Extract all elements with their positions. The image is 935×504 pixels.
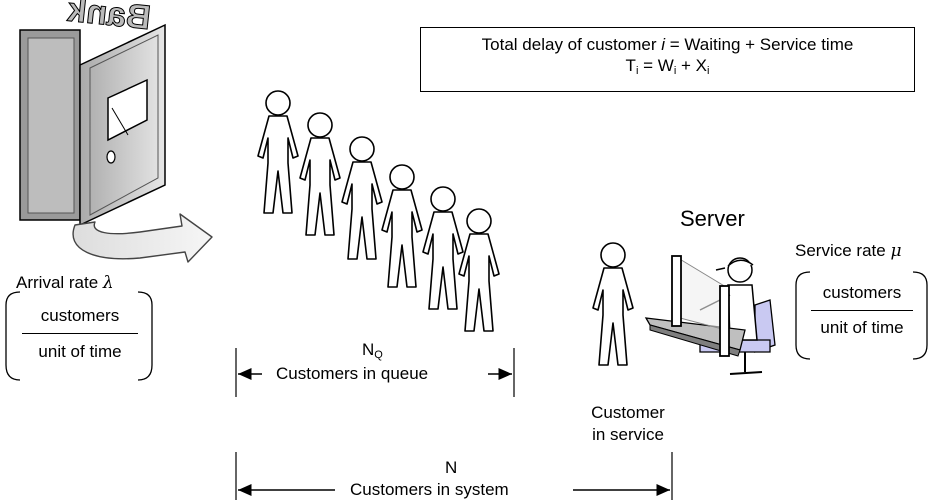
queue-symbol-n: N bbox=[362, 340, 375, 359]
formula-line1: Total delay of customer i = Waiting + Se… bbox=[421, 35, 914, 55]
service-rate-fraction: customers unit of time bbox=[799, 278, 925, 358]
formula-T: T bbox=[625, 56, 636, 75]
queue-label: Customers in queue bbox=[276, 364, 429, 383]
formula-W: = W bbox=[638, 56, 674, 75]
bank-door-icon bbox=[19, 23, 166, 227]
formula-line1-post: = Waiting + Service time bbox=[664, 35, 854, 54]
formula-W-sub: i bbox=[673, 65, 677, 77]
queue-symbol: NQ bbox=[362, 340, 383, 365]
queue-customers bbox=[257, 90, 500, 332]
lambda-symbol: λ bbox=[102, 273, 114, 293]
entry-curved-arrow-icon bbox=[72, 213, 213, 263]
arrival-rate-fraction: customers unit of time bbox=[10, 300, 150, 380]
queue-symbol-sub: Q bbox=[374, 349, 383, 361]
service-numerator: customers bbox=[822, 283, 902, 302]
service-right-paren bbox=[912, 271, 928, 360]
service-denominator: unit of time bbox=[820, 318, 904, 337]
arrival-rate-text: Arrival rate bbox=[16, 273, 103, 292]
queue-person-icon bbox=[299, 112, 341, 236]
formula-line1-pre: Total delay of customer bbox=[481, 35, 662, 54]
service-rate-label: Service rate μ bbox=[795, 241, 902, 261]
formula-X-sub: i bbox=[706, 65, 710, 77]
formula-box: Total delay of customer i = Waiting + Se… bbox=[420, 27, 915, 92]
mu-symbol: μ bbox=[890, 241, 902, 261]
service-rate-text: Service rate bbox=[795, 241, 891, 260]
service-fraction-bar bbox=[811, 310, 913, 311]
system-label: Customers in system bbox=[350, 480, 509, 499]
queue-person-icon bbox=[381, 164, 423, 288]
server-title: Server bbox=[680, 206, 745, 231]
queue-person-icon bbox=[458, 208, 500, 332]
arrival-numerator: customers bbox=[40, 306, 120, 325]
formula-line2: Ti = Wi + Xi bbox=[421, 55, 914, 82]
arrival-left-paren bbox=[5, 291, 21, 381]
arrival-right-paren bbox=[137, 291, 153, 381]
customer-in-service-icon bbox=[592, 242, 634, 366]
arrival-rate-label: Arrival rate λ bbox=[16, 273, 114, 293]
server-desk-icon bbox=[644, 255, 776, 375]
in-service-line2: in service bbox=[592, 425, 664, 444]
queue-person-icon bbox=[422, 186, 464, 310]
queue-person-icon bbox=[341, 136, 383, 260]
arrival-denominator: unit of time bbox=[38, 342, 122, 361]
service-left-paren bbox=[795, 271, 811, 360]
formula-X: + X bbox=[676, 56, 707, 75]
queue-person-icon bbox=[257, 90, 299, 214]
formula-line1-var: i bbox=[661, 35, 665, 54]
system-symbol: N bbox=[445, 458, 458, 477]
arrival-fraction-bar bbox=[22, 333, 138, 334]
in-service-line1: Customer bbox=[591, 403, 665, 422]
formula-T-sub: i bbox=[635, 65, 639, 77]
